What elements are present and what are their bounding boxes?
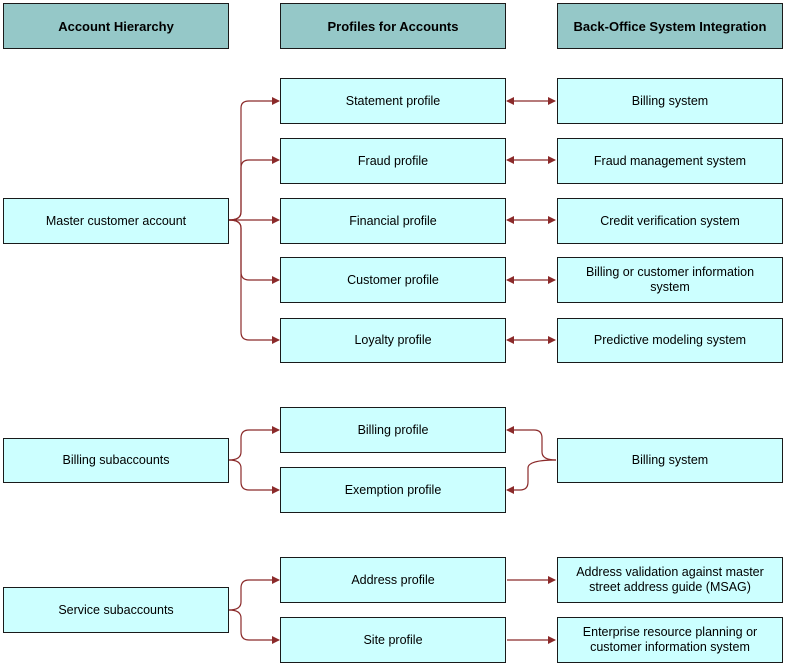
service-subaccounts-box: Service subaccounts (3, 587, 229, 633)
connector-master-fraud (228, 156, 280, 221)
customer-profile-box: Customer profile (280, 257, 506, 303)
exemption-profile-box: Exemption profile (280, 467, 506, 513)
billing-profile-box: Billing profile (280, 407, 506, 453)
predictive-modeling-system-box: Predictive modeling system (557, 318, 783, 363)
connector-servicesub-address (228, 576, 280, 611)
site-profile-box: Site profile (280, 617, 506, 663)
financial-profile-box: Financial profile (280, 198, 506, 244)
header-account-hierarchy: Account Hierarchy (3, 3, 229, 49)
billing-customer-info-system-box: Billing or customer information system (557, 257, 783, 303)
connector-billingsystem-billingprofile (506, 426, 557, 461)
loyalty-profile-box: Loyalty profile (280, 318, 506, 363)
billing-subaccounts-box: Billing subaccounts (3, 438, 229, 483)
header-integration: Back-Office System Integration (557, 3, 783, 49)
master-customer-account-box: Master customer account (3, 198, 229, 244)
connector-master-loyalty (228, 219, 280, 344)
erp-system-box: Enterprise resource planning or customer… (557, 617, 783, 663)
header-profiles: Profiles for Accounts (280, 3, 506, 49)
billing-system-2-box: Billing system (557, 438, 783, 483)
statement-profile-box: Statement profile (280, 78, 506, 124)
connector-billingsub-billingprofile (228, 426, 280, 461)
connector-master-customer (228, 219, 280, 284)
address-profile-box: Address profile (280, 557, 506, 603)
address-validation-box: Address validation against master street… (557, 557, 783, 603)
fraud-profile-box: Fraud profile (280, 138, 506, 184)
connector-billingsub-exemption (228, 459, 280, 494)
credit-verification-system-box: Credit verification system (557, 198, 783, 244)
connector-billingsystem-exemption (506, 459, 557, 494)
connector-servicesub-site (228, 609, 280, 644)
billing-system-box: Billing system (557, 78, 783, 124)
fraud-management-system-box: Fraud management system (557, 138, 783, 184)
